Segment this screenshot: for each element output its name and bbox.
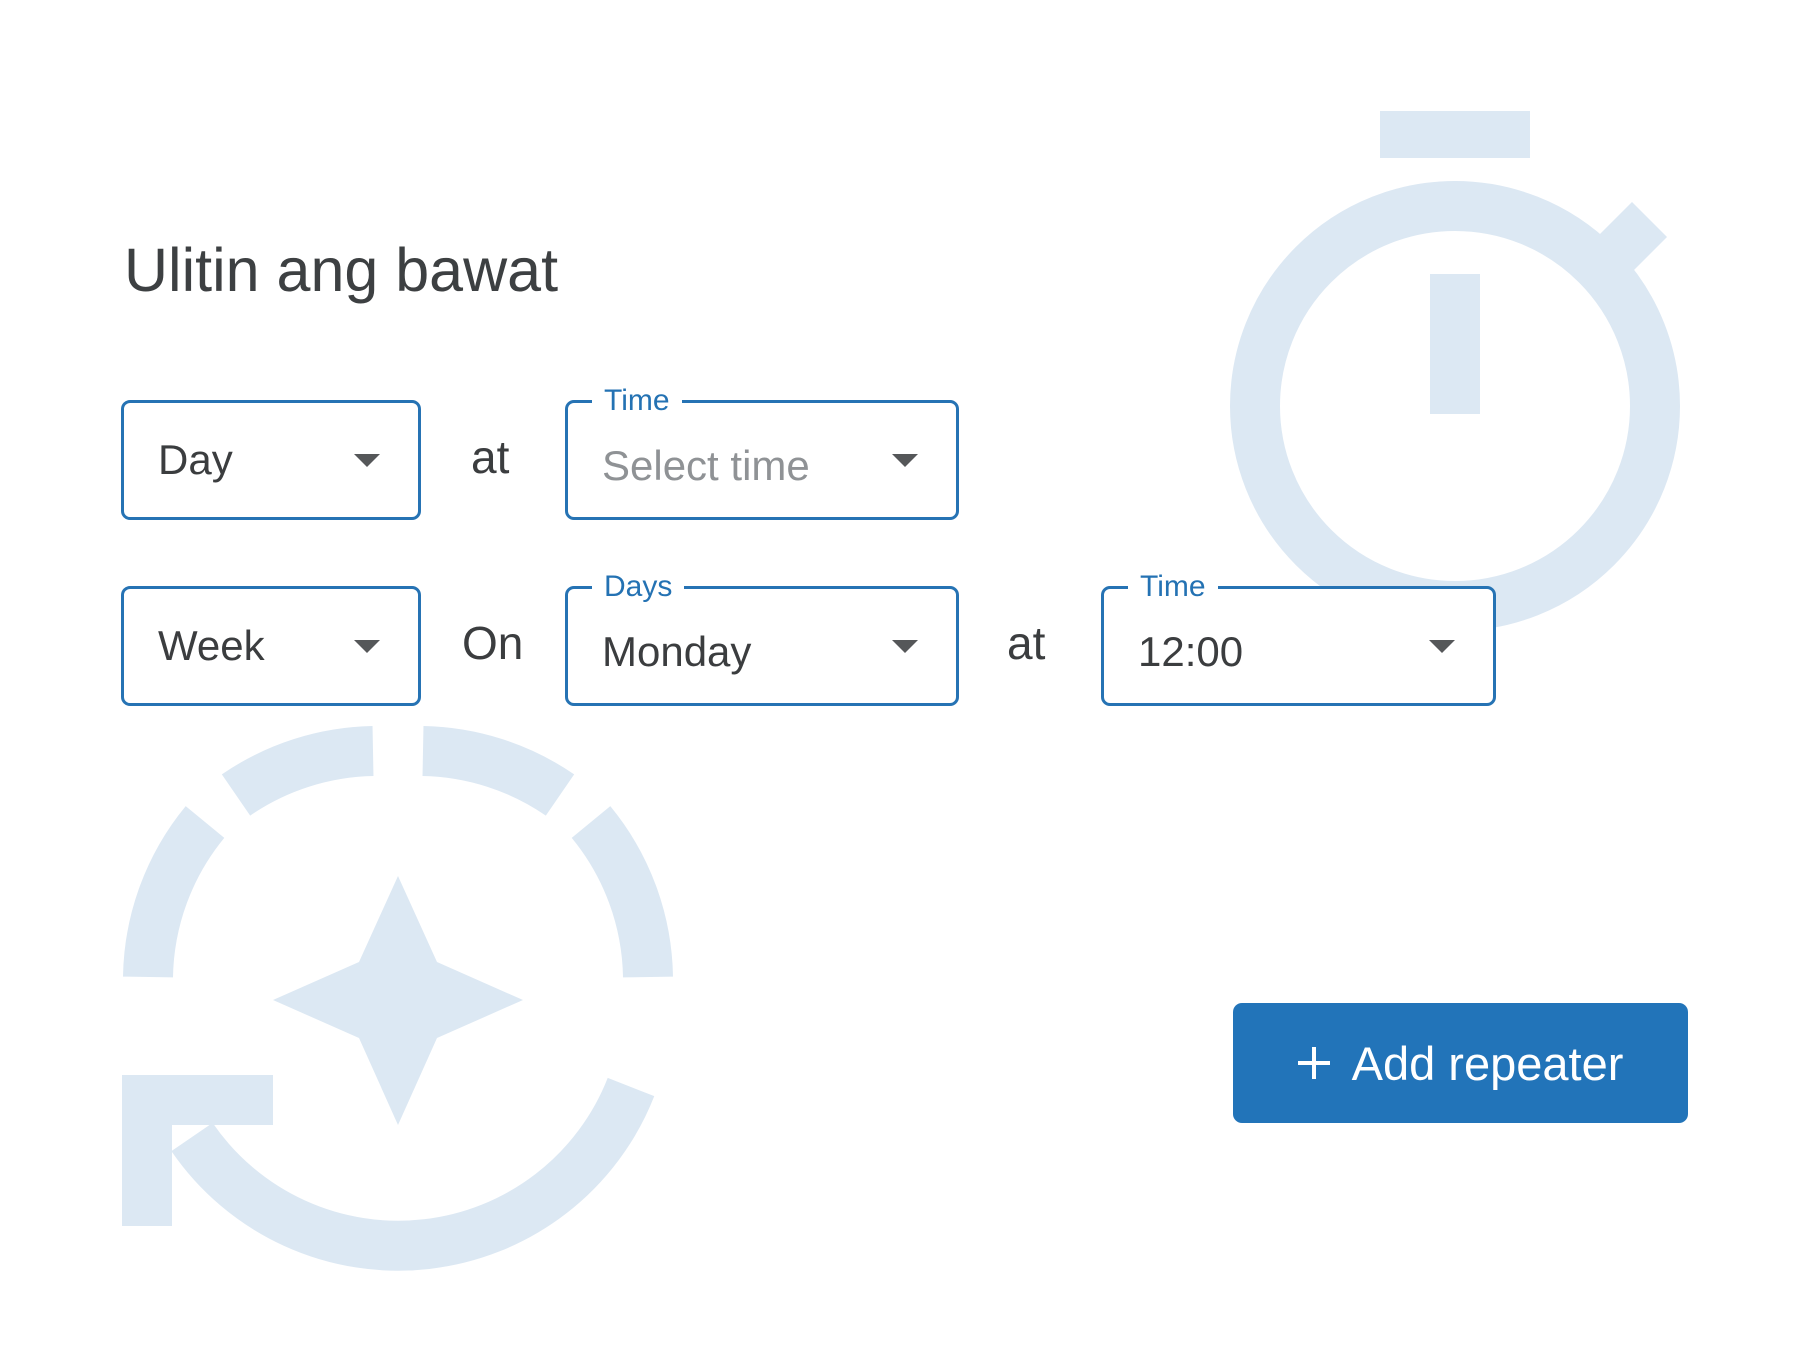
stopwatch-icon: [1230, 111, 1680, 631]
connector-at: at: [471, 431, 510, 483]
period-select-week[interactable]: Week: [121, 586, 421, 706]
days-select[interactable]: Days Monday: [565, 567, 959, 706]
page-title: Ulitin ang bawat: [124, 236, 559, 304]
chevron-down-icon: [354, 640, 380, 653]
chevron-down-icon: [892, 454, 918, 467]
connector-at: at: [1007, 617, 1046, 669]
plus-icon: [1297, 1047, 1330, 1079]
chevron-down-icon: [892, 640, 918, 653]
time-select-placeholder: Select time: [602, 442, 810, 489]
period-select-day[interactable]: Day: [121, 400, 421, 520]
add-repeater-label: Add repeater: [1351, 1036, 1624, 1090]
period-select-value: Week: [158, 622, 265, 669]
days-select-value: Monday: [602, 628, 752, 675]
chevron-down-icon: [1429, 640, 1455, 653]
refresh-sparkle-icon: [122, 726, 673, 1271]
time-select[interactable]: Time Select time: [565, 381, 959, 520]
chevron-down-icon: [354, 454, 380, 467]
connector-on: On: [462, 617, 524, 669]
add-repeater-button[interactable]: Add repeater: [1233, 1003, 1688, 1123]
time-field-label: Time: [1128, 567, 1218, 607]
time-select-value: 12:00: [1138, 628, 1244, 675]
period-select-value: Day: [158, 436, 233, 483]
time-field-label: Time: [592, 381, 682, 421]
time-select[interactable]: Time 12:00: [1101, 567, 1496, 706]
days-field-label: Days: [592, 567, 685, 607]
